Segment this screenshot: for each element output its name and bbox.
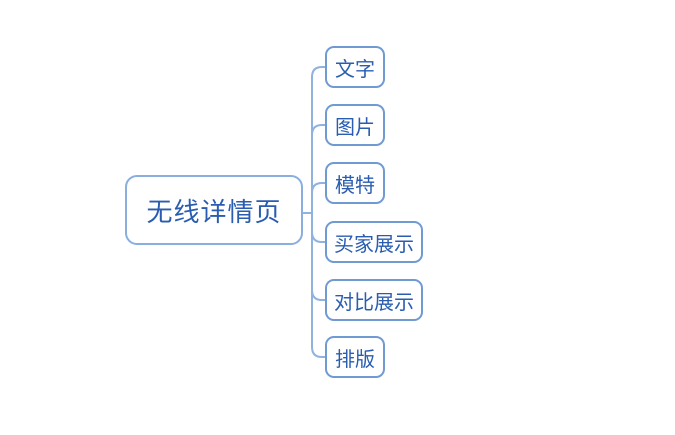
child-node-wenzi[interactable]: 文字 xyxy=(325,46,385,88)
connector-branch-maijia xyxy=(311,231,325,243)
child-node-label: 排版 xyxy=(335,348,375,371)
child-node-label: 对比展示 xyxy=(334,291,414,314)
child-node-label: 买家展示 xyxy=(334,233,414,256)
child-node-mote[interactable]: 模特 xyxy=(325,162,385,204)
root-node-label: 无线详情页 xyxy=(146,197,282,227)
child-node-label: 模特 xyxy=(335,174,375,197)
child-node-tupian[interactable]: 图片 xyxy=(325,104,385,146)
child-node-duibi-zhanshi[interactable]: 对比展示 xyxy=(325,279,423,321)
connector-branch-duibi xyxy=(311,289,325,301)
root-node-wuxian-xiangqingye[interactable]: 无线详情页 xyxy=(125,175,303,245)
child-node-label: 文字 xyxy=(335,58,375,81)
connector-trunk xyxy=(311,66,325,358)
child-node-paiban[interactable]: 排版 xyxy=(325,336,385,378)
child-node-maijia-zhanshi[interactable]: 买家展示 xyxy=(325,221,423,263)
connector-branch-mote xyxy=(311,182,325,194)
connector-branch-tupian xyxy=(311,124,325,136)
child-node-label: 图片 xyxy=(335,116,375,139)
